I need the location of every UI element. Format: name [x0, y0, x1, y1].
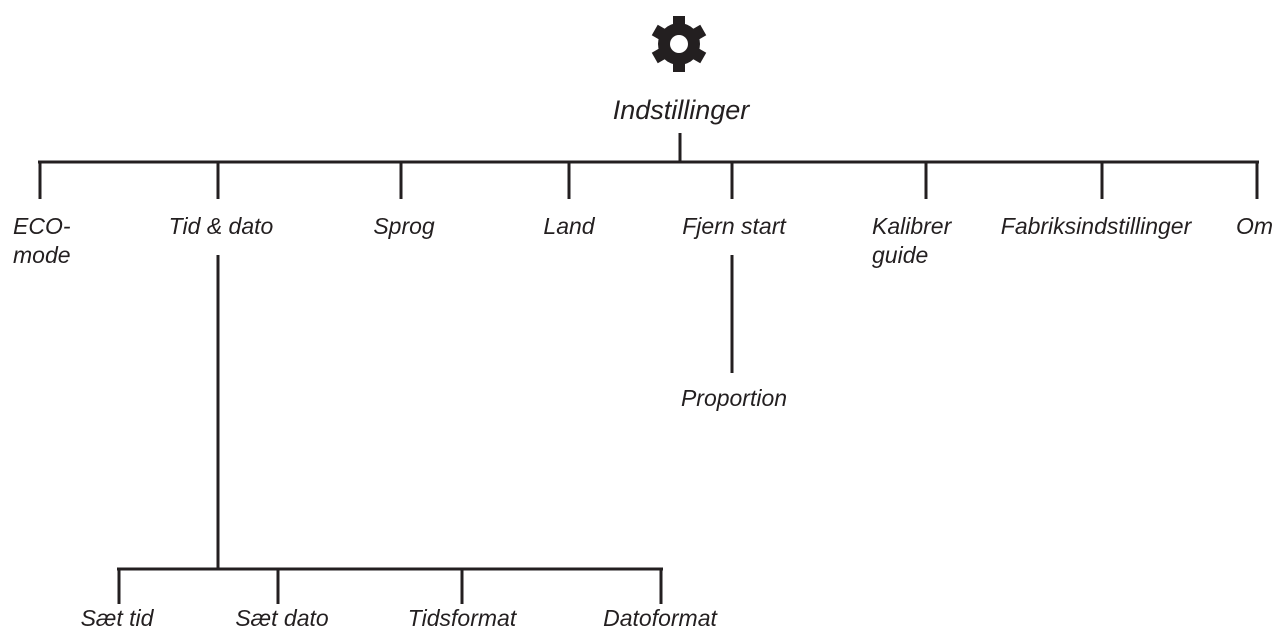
root-label: Indstillinger — [612, 95, 750, 125]
submenu-item-set-time[interactable]: Sæt tid — [80, 605, 154, 631]
menu-item-language[interactable]: Sprog — [373, 213, 435, 239]
menu-item-factory[interactable]: Fabriksindstillinger — [1000, 213, 1192, 239]
gear-icon — [651, 16, 707, 72]
menu-item-eco-line2: mode — [13, 242, 71, 268]
submenu-item-time-format[interactable]: Tidsformat — [407, 605, 517, 631]
menu-item-calibrate-line2: guide — [872, 242, 929, 268]
menu-item-country[interactable]: Land — [543, 213, 595, 239]
submenu-item-proportion[interactable]: Proportion — [680, 385, 788, 411]
submenu-item-date-format[interactable]: Datoformat — [603, 605, 717, 631]
menu-item-calibrate-line1: Kalibrer — [872, 213, 952, 239]
menu-item-eco-line1: ECO- — [13, 213, 71, 239]
menu-item-about[interactable]: Om — [1236, 213, 1274, 239]
menu-item-calibrate[interactable]: Kalibrer guide — [872, 212, 951, 270]
menu-item-eco[interactable]: ECO- mode — [13, 212, 71, 270]
menu-item-remote-start[interactable]: Fjern start — [682, 213, 786, 239]
menu-item-time-date[interactable]: Tid & dato — [168, 213, 274, 239]
submenu-item-set-date[interactable]: Sæt dato — [235, 605, 329, 631]
